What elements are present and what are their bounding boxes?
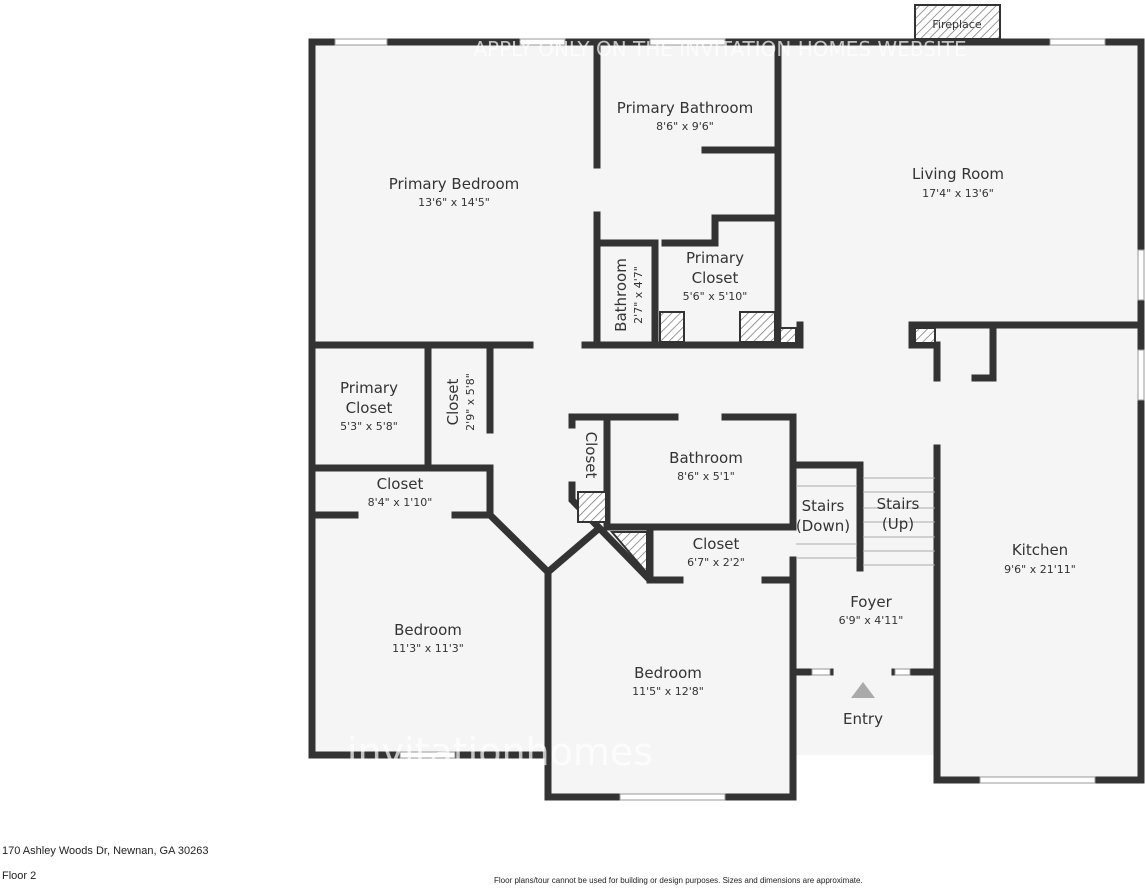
bedroom-2-dims: 11'5" x 12'8" <box>632 685 704 698</box>
closet-wide-dims: 8'4" x 1'10" <box>368 496 433 509</box>
closet-vertical-dims: 2'9" x 5'8" <box>464 373 477 431</box>
living-room-dims: 17'4" x 13'6" <box>922 187 994 200</box>
primary-bathroom-dims: 8'6" x 9'6" <box>656 120 714 133</box>
bedroom-1-name: Bedroom <box>394 621 462 639</box>
closet-wide-name: Closet <box>377 475 424 493</box>
watermark-top: APPLY ONLY ON THE INVITATION HOMES WEBSI… <box>473 37 966 61</box>
disclaimer: Floor plans/tour cannot be used for buil… <box>494 876 863 885</box>
primary-bathroom-name: Primary Bathroom <box>617 99 753 117</box>
primary-closet-1-name: Primary <box>686 249 744 267</box>
floor-label: Floor 2 <box>2 870 37 882</box>
bathroom-dims: 8'6" x 5'1" <box>677 470 735 483</box>
primary-bedroom-dims: 13'6" x 14'5" <box>418 196 490 209</box>
fireplace-icon <box>914 4 1001 40</box>
bedroom-1-dims: 11'3" x 11'3" <box>392 642 464 655</box>
windows <box>334 38 1145 801</box>
closet-lower-name: Closet <box>693 535 740 553</box>
entry-label: Entry <box>843 710 883 728</box>
closet-tiny-name: Closet <box>582 432 600 479</box>
primary-closet-1-dims: 5'6" x 5'10" <box>683 290 748 303</box>
primary-closet-2-name: Primary <box>340 379 398 397</box>
kitchen-name: Kitchen <box>1012 541 1068 559</box>
closet-vertical-name: Closet <box>444 379 462 426</box>
closet-lower-dims: 6'7" x 2'2" <box>687 556 745 569</box>
walls <box>308 38 1145 801</box>
watermark-logo: invitationhomes <box>347 730 653 774</box>
fireplace-label: Fireplace <box>932 18 981 31</box>
primary-closet-2-name2: Closet <box>346 399 393 417</box>
kitchen-dims: 9'6" x 21'11" <box>1004 563 1076 576</box>
entry-arrow-icon <box>851 682 875 698</box>
stairs-down-name: Stairs <box>802 497 845 515</box>
living-room-name: Living Room <box>912 165 1004 183</box>
address: 170 Ashley Woods Dr, Newnan, GA 30263 <box>2 845 209 857</box>
primary-closet-1-name2: Closet <box>692 269 739 287</box>
bathroom-small-name: Bathroom <box>612 258 630 332</box>
foyer-name: Foyer <box>850 593 892 611</box>
stairs-down-name2: (Down) <box>796 517 850 535</box>
primary-closet-2-dims: 5'3" x 5'8" <box>340 420 398 433</box>
bathroom-small-dims: 2'7" x 4'7" <box>632 266 645 324</box>
stairs <box>796 477 935 566</box>
stairs-up-name: Stairs <box>877 495 920 513</box>
stairs-up-name2: (Up) <box>882 515 914 533</box>
foyer-dims: 6'9" x 4'11" <box>839 614 904 627</box>
hatched-fixtures <box>577 4 1001 576</box>
primary-bedroom-name: Primary Bedroom <box>389 175 520 193</box>
bathroom-name: Bathroom <box>669 449 743 467</box>
bedroom-2-name: Bedroom <box>634 664 702 682</box>
